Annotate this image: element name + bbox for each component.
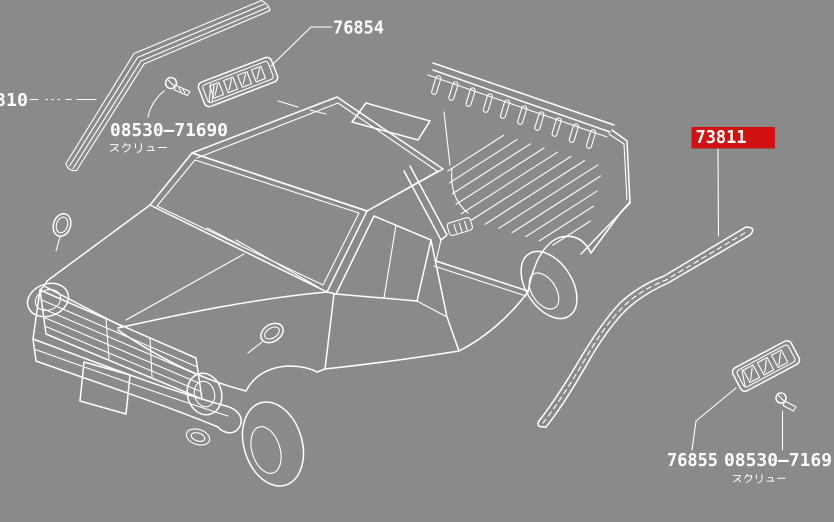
fender-mirror-near bbox=[247, 322, 284, 354]
screw-icon-top bbox=[164, 76, 191, 97]
callout-73811[interactable]: 73811 bbox=[696, 128, 747, 148]
headlight-left bbox=[26, 282, 70, 318]
bed-floor-ribs bbox=[445, 134, 612, 247]
bed-side-slats bbox=[431, 75, 597, 149]
leader-76855 bbox=[691, 387, 737, 451]
fender-mirror-far bbox=[52, 213, 72, 252]
leader-76854 bbox=[270, 26, 333, 67]
body-side-molding-strip bbox=[537, 226, 754, 428]
cab-rear-pillar bbox=[403, 165, 448, 262]
side-marker-badge bbox=[446, 216, 474, 237]
dashed-locator-line bbox=[277, 100, 327, 115]
leader-lines bbox=[29, 26, 784, 451]
cab-door bbox=[324, 291, 529, 370]
finisher-part-bottom bbox=[731, 340, 801, 392]
callout-76854[interactable]: 76854 bbox=[333, 19, 384, 39]
leader-screw-top bbox=[147, 90, 165, 118]
fog-lamp bbox=[185, 428, 211, 446]
door-window bbox=[335, 215, 448, 318]
callout-73811-highlight[interactable]: 73811 bbox=[691, 127, 776, 149]
callout-76855[interactable]: 76855 bbox=[667, 451, 718, 471]
callout-310[interactable]: 310 bbox=[0, 91, 28, 111]
tailgate bbox=[580, 129, 631, 255]
screw-icon-bottom bbox=[775, 392, 797, 412]
cab-rear-window bbox=[351, 102, 431, 141]
truck-illustration bbox=[26, 62, 631, 487]
license-plate bbox=[79, 361, 131, 415]
finisher-part-top bbox=[197, 56, 327, 115]
windshield bbox=[149, 152, 368, 293]
truck-bed bbox=[427, 62, 631, 297]
front-wheel bbox=[241, 365, 326, 487]
windshield-molding-strip bbox=[65, 0, 271, 172]
callout-08530-71690[interactable]: 08530–71690 bbox=[110, 121, 228, 141]
rear-wheel bbox=[520, 201, 631, 320]
callout-08530-7169[interactable]: 08530–7169 bbox=[724, 451, 832, 471]
highlight-box[interactable] bbox=[691, 127, 776, 149]
leader-73811 bbox=[717, 148, 720, 237]
